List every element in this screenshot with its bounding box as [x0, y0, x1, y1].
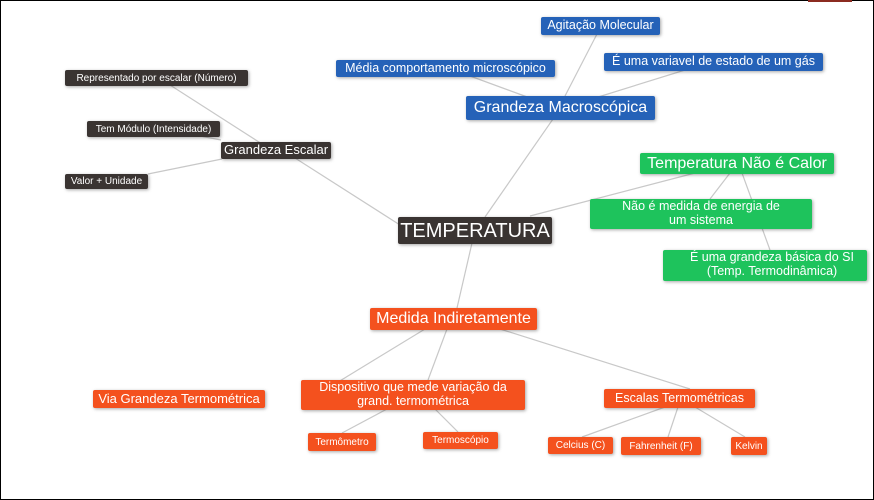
node-medida-indiretamente[interactable]: Medida Indiretamente	[370, 308, 537, 330]
link-macro-media	[469, 75, 531, 99]
node-label: Não é medida de energia de um sistema	[622, 199, 780, 227]
node-label: Média comportamento microscópico	[345, 60, 546, 75]
node-label: Via Grandeza Termométrica	[98, 390, 260, 406]
link-medida-dispositivo	[427, 328, 448, 381]
node-label: É uma grandeza básica do SI (Temp. Termo…	[690, 250, 854, 278]
node-label: Termoscópio	[432, 435, 489, 446]
link-macro-variavel	[594, 69, 686, 99]
node-label: Grandeza Escalar	[223, 142, 329, 158]
node-label: Agitação Molecular	[547, 18, 654, 33]
node-agitacao-molecular[interactable]: Agitação Molecular	[541, 17, 660, 35]
node-label: É uma variavel de estado de um gás	[612, 54, 815, 69]
node-representado[interactable]: Representado por escalar (Número)	[65, 70, 248, 86]
link-root-macro	[484, 118, 554, 218]
link-escalar-valor	[147, 158, 223, 175]
node-termometro[interactable]: Termômetro	[308, 433, 376, 451]
node-label: Temperatura Não é Calor	[647, 154, 827, 172]
node-fahrenheit[interactable]: Fahrenheit (F)	[621, 437, 701, 455]
node-dispositivo[interactable]: Dispositivo que mede variação da grand. …	[301, 380, 525, 410]
node-kelvin[interactable]: Kelvin	[731, 437, 767, 455]
node-label: Termômetro	[315, 436, 369, 448]
link-root-escalar	[294, 157, 401, 226]
node-escalas-termometricas[interactable]: Escalas Termométricas	[604, 389, 755, 408]
node-label: Fahrenheit (F)	[629, 440, 693, 452]
node-label: Kelvin	[735, 440, 763, 452]
node-nao-e-energia[interactable]: Não é medida de energia de um sistema	[590, 199, 812, 229]
node-label: Valor + Unidade	[70, 176, 143, 187]
link-medida-escalas	[499, 328, 691, 390]
node-grandeza-basica-si[interactable]: É uma grandeza básica do SI (Temp. Termo…	[663, 250, 867, 281]
link-root-medida	[456, 242, 473, 309]
link-macro-agitacao	[564, 33, 598, 97]
node-via-grandeza[interactable]: Via Grandeza Termométrica	[93, 390, 265, 408]
node-celcius[interactable]: Celcius (C)	[548, 437, 613, 454]
node-label: Grandeza Macroscópica	[473, 99, 648, 117]
node-grandeza-macroscopica[interactable]: Grandeza Macroscópica	[466, 96, 655, 120]
link-medida-via	[324, 328, 426, 391]
node-tem-modulo[interactable]: Tem Módulo (Intensidade)	[87, 121, 220, 137]
node-media-comportamento[interactable]: Média comportamento microscópico	[336, 60, 555, 77]
node-label: Escalas Termométricas	[615, 390, 744, 405]
link-escalas-kelvin	[694, 406, 746, 438]
node-label: Dispositivo que mede variação da grand. …	[319, 380, 507, 408]
link-calor-energia	[709, 172, 731, 200]
node-termoscopio[interactable]: Termoscópio	[423, 432, 498, 449]
root-node[interactable]: TEMPERATURA	[398, 217, 552, 244]
corner-mark	[808, 0, 852, 2]
node-label: Representado por escalar (Número)	[76, 72, 237, 84]
link-escalar-representado	[169, 84, 263, 145]
node-variavel-estado[interactable]: É uma variavel de estado de um gás	[604, 53, 823, 71]
link-escalas-fahrenheit	[667, 406, 679, 438]
node-label: Tem Módulo (Intensidade)	[95, 123, 212, 135]
link-dispositivo-termometro	[341, 408, 388, 434]
root-label: TEMPERATURA	[400, 219, 550, 242]
node-grandeza-escalar[interactable]: Grandeza Escalar	[221, 142, 331, 159]
node-label: Medida Indiretamente	[376, 310, 531, 328]
link-dispositivo-termoscopio	[434, 408, 459, 433]
node-valor-unidade[interactable]: Valor + Unidade	[65, 174, 148, 189]
node-nao-e-calor[interactable]: Temperatura Não é Calor	[640, 153, 834, 174]
node-label: Celcius (C)	[555, 440, 606, 451]
link-root-calor	[529, 172, 696, 217]
link-escalas-celcius	[581, 406, 666, 438]
